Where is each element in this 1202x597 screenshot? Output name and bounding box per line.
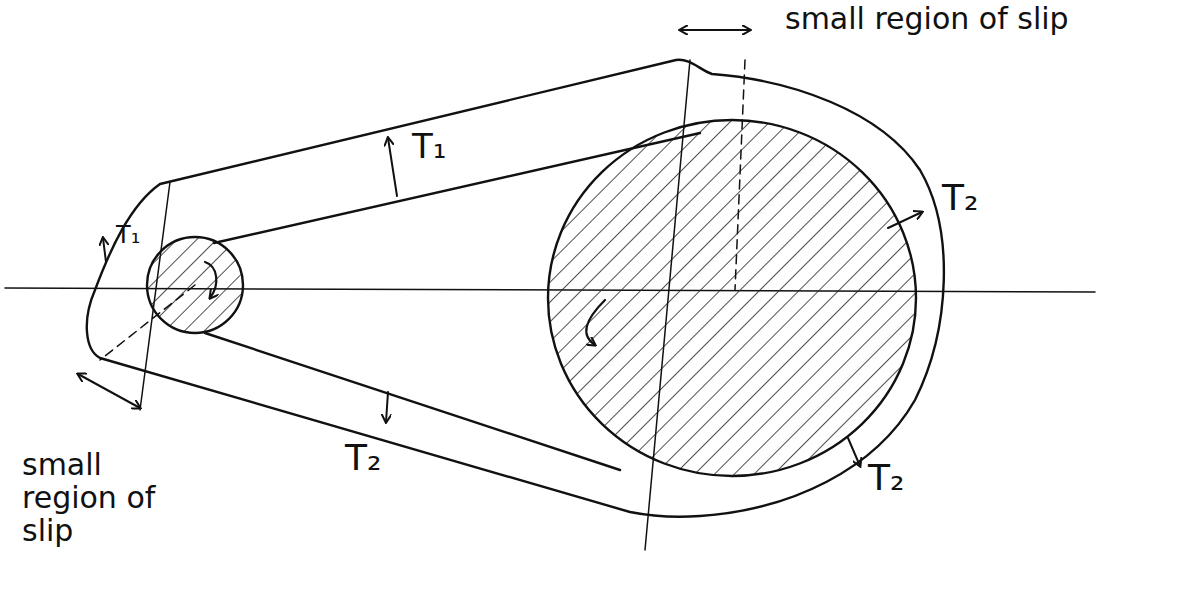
tension-label: T₂ [345, 438, 381, 478]
slip-note: small region of slip [22, 448, 172, 547]
slip-note: small region of slip [785, 2, 1069, 35]
tension-label: T₂ [868, 458, 904, 498]
tension-label: T₂ [942, 178, 978, 218]
tension-label: T₁ [412, 128, 446, 165]
tension-label: T₁ [116, 222, 140, 248]
